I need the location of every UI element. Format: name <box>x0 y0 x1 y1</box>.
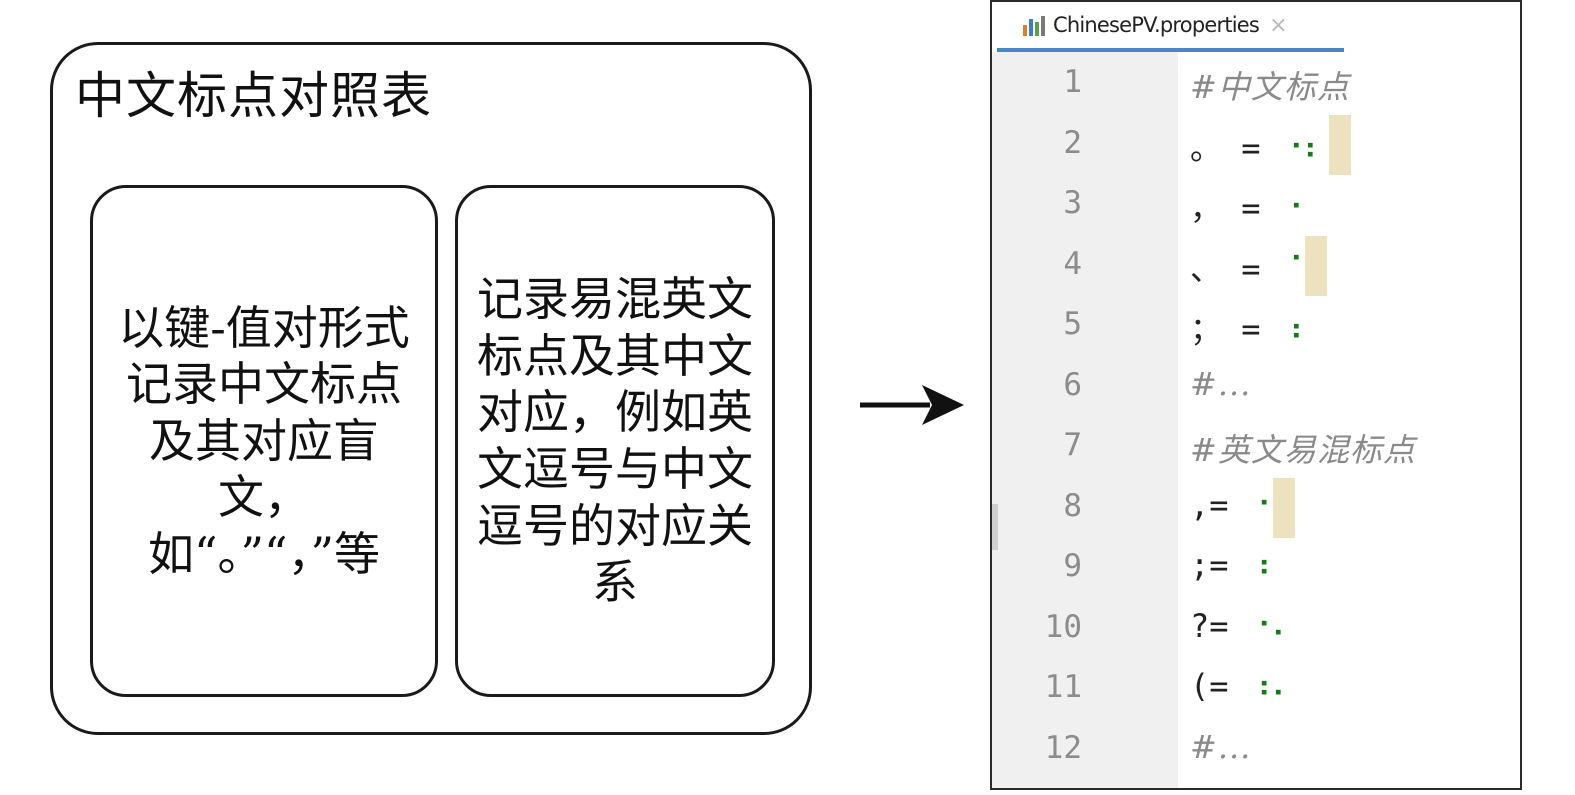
braille-value: ⠰ <box>1247 546 1272 584</box>
line-number: 11 <box>1044 669 1082 705</box>
code-line[interactable]: 12 #... <box>992 720 1520 780</box>
gutter-fold-marker <box>992 504 998 550</box>
property-key: ; <box>1190 546 1210 584</box>
property-entry: ?= ⠐⠄ <box>1190 607 1295 645</box>
braille-value: ⠐ <box>1279 189 1304 227</box>
code-line[interactable]: 4 、 = ⠈ <box>992 235 1520 296</box>
line-number: 5 <box>1063 306 1082 342</box>
property-key: ， <box>1190 189 1223 227</box>
line-number: 9 <box>1063 548 1082 584</box>
braille-value: ⠐ <box>1247 485 1272 524</box>
property-entry: ;= ⠰ <box>1190 546 1271 584</box>
punctuation-table-box: 中文标点对照表 以键-值对形式记录中文标点及其对应盲文，如“。”“，”等 记录易… <box>50 42 812 735</box>
property-entry: ， = ⠐ <box>1190 183 1303 229</box>
line-number: 12 <box>1044 729 1082 766</box>
properties-editor: ChinesePV.properties × 1 #中文标点 2 。 = ⠐⠆ 3 ， =… <box>990 0 1522 790</box>
editor-tab-bar: ChinesePV.properties × <box>992 2 1520 52</box>
comment-text: #中文标点 <box>1190 62 1350 108</box>
property-key: ； <box>1190 310 1223 348</box>
equals-sign: = <box>1222 310 1280 348</box>
braille-value: ⠐⠆ <box>1279 128 1327 167</box>
property-entry: (= ⠰⠄ <box>1190 667 1295 705</box>
confusable-punctuation-box: 记录易混英文标点及其中文对应，例如英文逗号与中文逗号的对应关系 <box>455 185 775 697</box>
property-key: , <box>1190 485 1210 524</box>
caret-highlight <box>1273 477 1295 538</box>
property-entry: ； = ⠰ <box>1190 304 1303 350</box>
file-tab-label: ChinesePV.properties <box>1053 13 1260 37</box>
code-line[interactable]: 2 。 = ⠐⠆ <box>992 114 1520 175</box>
key-value-description-text: 以键-值对形式记录中文标点及其对应盲文，如“。”“，”等 <box>118 300 410 581</box>
property-key: #英文易混标点 <box>1190 431 1416 469</box>
code-line[interactable]: 1 #中文标点 <box>992 54 1520 114</box>
braille-value: ⠐⠄ <box>1247 606 1295 645</box>
line-number-gutter <box>992 52 1178 788</box>
equals-sign: = <box>1209 546 1248 584</box>
line-number: 6 <box>1063 366 1082 403</box>
property-key: 、 <box>1190 249 1223 288</box>
code-line[interactable]: 9;= ⠰ <box>992 538 1520 598</box>
line-number: 10 <box>1044 608 1082 645</box>
close-icon[interactable]: × <box>1269 12 1287 38</box>
line-number: 4 <box>1063 245 1082 282</box>
caret-highlight <box>1329 114 1351 175</box>
properties-file-icon <box>1023 16 1045 36</box>
property-key: 。 <box>1190 128 1223 167</box>
property-entry: 、 = ⠈ <box>1190 244 1303 290</box>
code-line[interactable]: 5 ； = ⠰ <box>992 296 1520 356</box>
property-key: #中文标点 <box>1190 68 1350 106</box>
code-line[interactable]: 10?= ⠐⠄ <box>992 599 1520 659</box>
equals-sign: = <box>1209 667 1248 705</box>
right-arrow-icon <box>860 385 964 425</box>
line-number: 2 <box>1063 124 1082 161</box>
line-number: 1 <box>1063 64 1082 100</box>
code-line[interactable]: 11 (= ⠰⠄ <box>992 659 1520 719</box>
property-entry: 。 = ⠐⠆ <box>1190 123 1327 169</box>
code-line[interactable]: 6 #... <box>992 357 1520 417</box>
line-number: 7 <box>1063 427 1082 463</box>
equals-sign: = <box>1222 249 1280 288</box>
file-tab[interactable]: ChinesePV.properties × <box>997 2 1344 52</box>
code-line[interactable]: 7 #英文易混标点 <box>992 417 1520 477</box>
key-value-description-box: 以键-值对形式记录中文标点及其对应盲文，如“。”“，”等 <box>90 185 438 697</box>
property-key: #... <box>1190 364 1252 403</box>
comment-text: #... <box>1190 728 1251 766</box>
property-key: #... <box>1190 727 1252 766</box>
confusable-punctuation-text: 记录易混英文标点及其中文对应，例如英文逗号与中文逗号的对应关系 <box>477 272 753 610</box>
braille-value: ⠈ <box>1279 249 1304 288</box>
equals-sign: = <box>1209 606 1248 645</box>
diagram-title: 中文标点对照表 <box>75 67 432 125</box>
code-line[interactable]: 8,= ⠐ <box>992 477 1520 538</box>
code-line[interactable]: 3 ， = ⠐ <box>992 175 1520 235</box>
braille-value: ⠰ <box>1279 310 1304 348</box>
property-key: ( <box>1190 667 1210 705</box>
equals-sign: = <box>1222 128 1280 167</box>
line-number: 8 <box>1063 487 1082 524</box>
property-entry: ,= ⠐ <box>1190 486 1271 524</box>
equals-sign: = <box>1222 189 1280 227</box>
braille-value: ⠰⠄ <box>1247 667 1295 705</box>
comment-text: #英文易混标点 <box>1190 425 1416 471</box>
caret-highlight <box>1305 235 1327 296</box>
comment-text: #... <box>1190 365 1251 403</box>
line-number: 3 <box>1063 185 1082 221</box>
property-key: ? <box>1190 606 1210 645</box>
equals-sign: = <box>1209 485 1248 524</box>
